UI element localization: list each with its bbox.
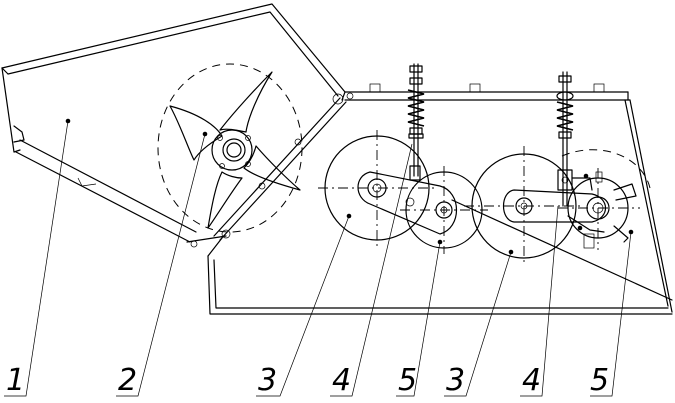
leader-lines (4, 120, 632, 397)
callout-3-right: 3 (446, 363, 465, 398)
guide-plate (186, 93, 347, 248)
callout-1: 1 (6, 363, 25, 398)
callout-2: 2 (118, 363, 137, 398)
left-roller-pair (318, 130, 488, 254)
callout-5-left: 5 (398, 363, 417, 398)
callout-3-left: 3 (258, 363, 277, 398)
callout-5-right: 5 (590, 363, 609, 398)
callout-labels: 1 2 3 4 5 3 4 5 (6, 363, 609, 398)
right-roller-pair (464, 146, 651, 266)
machine-housing (207, 83, 673, 315)
feed-hopper (1, 3, 346, 243)
left-spring-tensioner (407, 63, 425, 181)
right-spring-tensioner (556, 71, 603, 207)
callout-4-right: 4 (522, 363, 541, 398)
chopping-rotor (157, 63, 303, 233)
callout-4-left: 4 (332, 363, 351, 398)
